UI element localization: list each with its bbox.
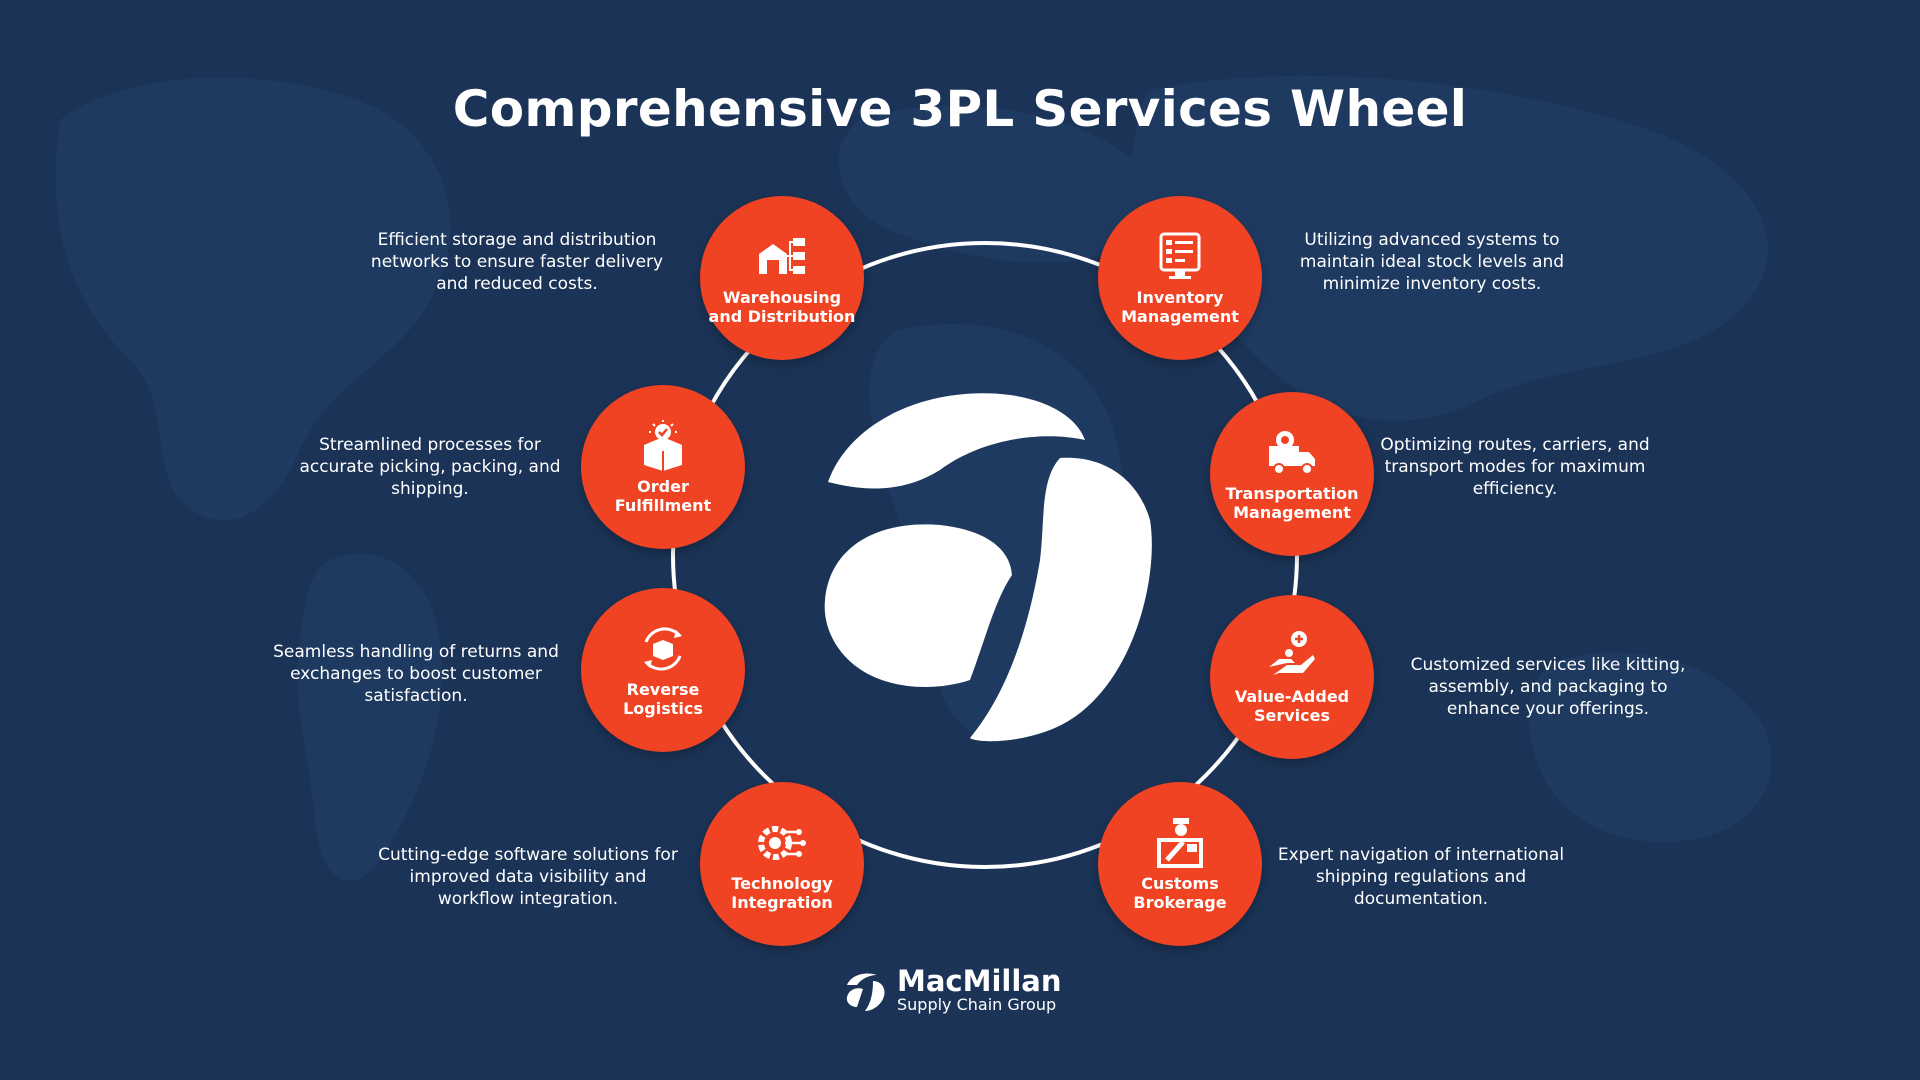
customs-officer-icon [1157, 818, 1203, 868]
service-label: Order Fulfillment [614, 477, 712, 515]
service-label: Warehousing and Distribution [708, 288, 856, 326]
brand-name: MacMillan [897, 964, 1062, 998]
service-node-warehousing[interactable]: Warehousing and Distribution [700, 196, 864, 360]
service-description-inventory: Utilizing advanced systems to maintain i… [1299, 230, 1565, 294]
center-logo-mark [824, 393, 1152, 742]
service-label: Inventory Management [1121, 288, 1239, 326]
truck-gear-icon [1269, 431, 1315, 475]
macmillan-logo [846, 973, 885, 1011]
page-title: Comprehensive 3PL Services Wheel [452, 80, 1468, 138]
service-label: Transportation Management [1225, 484, 1359, 522]
service-description-technology: Cutting-edge software solutions for impr… [378, 845, 678, 909]
service-description-warehousing: Efficient storage and distribution netwo… [370, 230, 664, 294]
gear-circuit-icon [758, 826, 806, 860]
package-check-icon [644, 420, 682, 471]
service-node-technology[interactable]: Technology Integration [700, 782, 864, 946]
service-node-reverse-logistics[interactable]: Reverse Logistics [581, 588, 745, 752]
service-node-customs[interactable]: Customs Brokerage [1098, 782, 1262, 946]
warehouse-icon [759, 238, 805, 274]
service-label: Customs Brokerage [1133, 874, 1227, 912]
service-node-value-added[interactable]: Value-Added Services [1210, 595, 1374, 759]
service-node-transportation[interactable]: Transportation Management [1210, 392, 1374, 556]
service-description-value-added: Customized services like kitting, assemb… [1410, 655, 1686, 719]
inventory-checklist-icon [1159, 232, 1201, 279]
brand-tagline: Supply Chain Group [897, 995, 1057, 1014]
service-description-order-fulfillment: Streamlined processes for accurate picki… [299, 435, 561, 499]
service-description-customs: Expert navigation of international shipp… [1277, 845, 1565, 909]
service-description-reverse-logistics: Seamless handling of returns and exchang… [273, 642, 559, 706]
return-box-icon [644, 627, 682, 671]
hand-plus-icon [1269, 631, 1315, 675]
service-description-transportation: Optimizing routes, carriers, and transpo… [1380, 435, 1650, 499]
service-label: Technology Integration [731, 874, 833, 912]
service-label: Reverse Logistics [623, 680, 703, 718]
brand-logo: MacMillan Supply Chain Group [843, 965, 1062, 1015]
service-node-inventory[interactable]: Inventory Management [1098, 196, 1262, 360]
service-label: Value-Added Services [1234, 687, 1350, 725]
service-node-order-fulfillment[interactable]: Order Fulfillment [581, 385, 745, 549]
